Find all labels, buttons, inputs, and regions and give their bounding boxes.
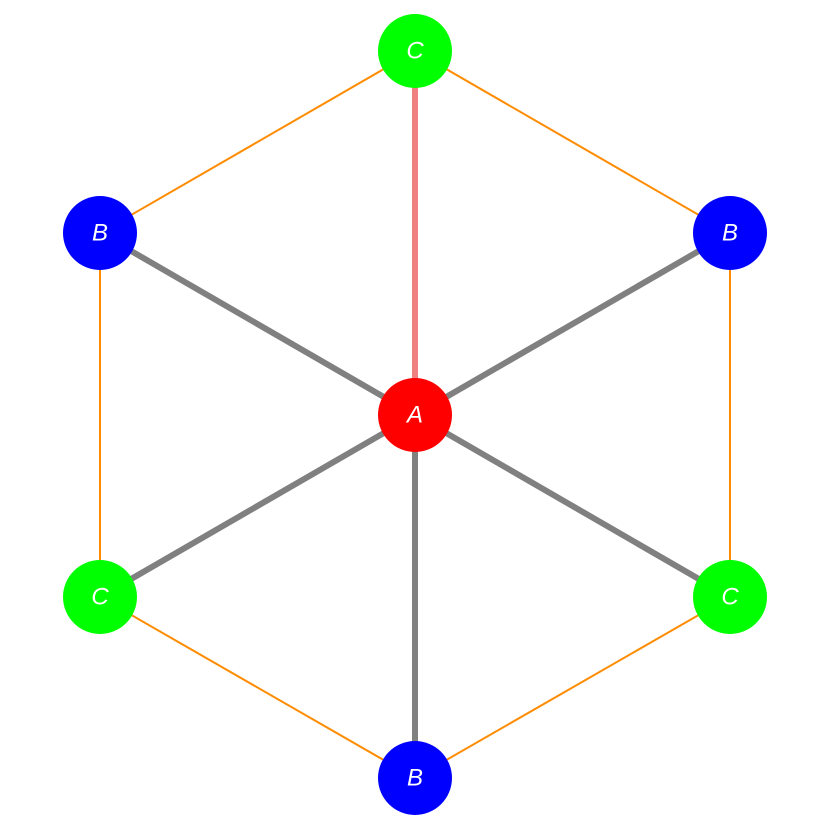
node-label: C <box>406 38 424 65</box>
node-label: B <box>407 765 423 792</box>
node-label: B <box>722 220 738 247</box>
edge-bottom-lower-left <box>99 596 416 779</box>
node-circle <box>378 378 452 452</box>
edges-layer <box>98 50 732 779</box>
node-circle <box>63 196 137 270</box>
nodes-layer: A C B C B C B <box>63 14 767 815</box>
node-lower-left: C <box>63 560 137 634</box>
node-center: A <box>378 378 452 452</box>
node-top: C <box>378 14 452 88</box>
edge-center-upper-right <box>413 230 732 418</box>
node-label: B <box>92 220 108 247</box>
node-circle <box>378 741 452 815</box>
edge-center-upper-left <box>98 230 417 418</box>
node-circle <box>693 560 767 634</box>
node-label: A <box>405 402 423 429</box>
node-circle <box>378 14 452 88</box>
node-bottom: B <box>378 741 452 815</box>
edge-lower-right-bottom <box>414 596 731 779</box>
edge-upper-left-top <box>99 50 416 234</box>
node-upper-left: B <box>63 196 137 270</box>
edge-center-lower-left <box>98 412 417 600</box>
edge-center-lower-right <box>413 412 732 600</box>
edge-top-upper-right <box>414 50 731 234</box>
node-label: C <box>721 584 739 611</box>
node-circle <box>693 196 767 270</box>
node-circle <box>63 560 137 634</box>
node-upper-right: B <box>693 196 767 270</box>
node-lower-right: C <box>693 560 767 634</box>
node-label: C <box>91 584 109 611</box>
